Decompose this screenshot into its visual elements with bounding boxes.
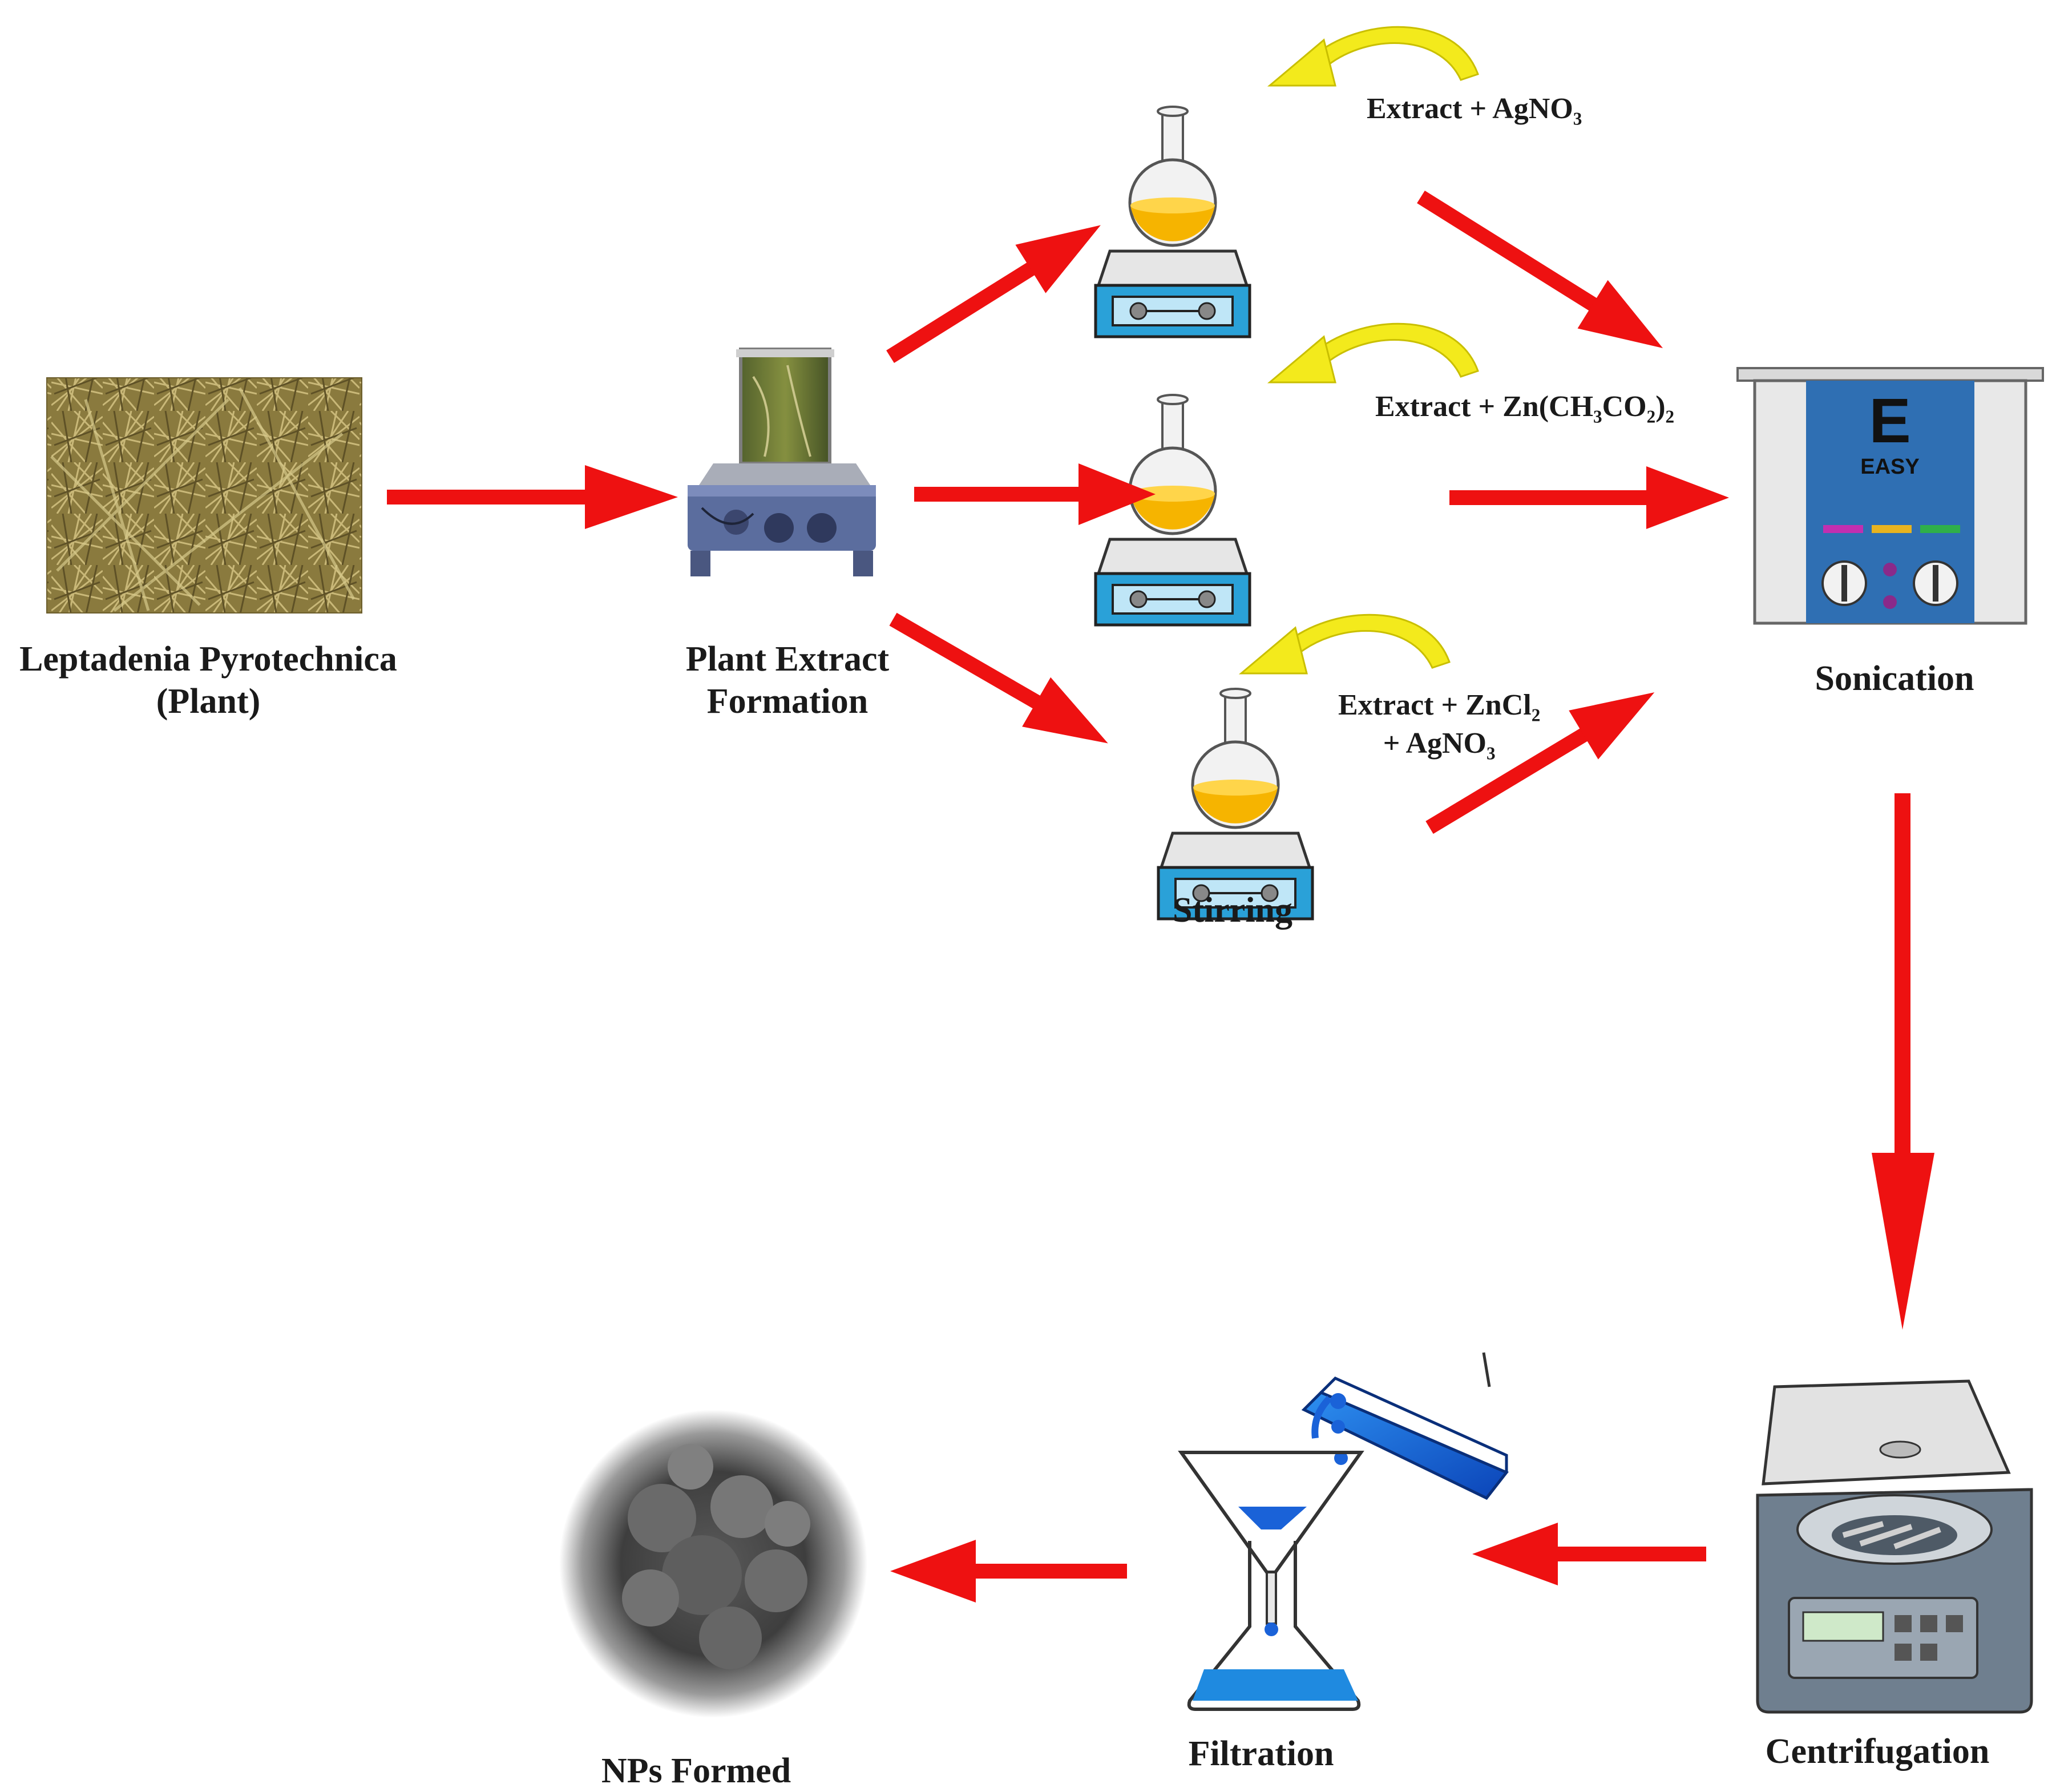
reagent-label-3: Extract + ZnCl2 + AgNO3 (1338, 688, 1540, 764)
flask-stirrer-1 (1094, 106, 1251, 338)
curved-arrow-2 (1267, 322, 1479, 384)
label-plant: Leptadenia Pyrotechnica (Plant) (0, 638, 417, 723)
centrifuge-icon (1756, 1379, 2033, 1714)
flask-stirrer-3 (1157, 688, 1314, 921)
curved-arrow-1 (1267, 26, 1479, 87)
arrow-plant-to-extract (387, 465, 678, 529)
label-sonication: Sonication (1815, 659, 1974, 698)
reagent-2-sub-a: 3 (1593, 406, 1602, 427)
flask-stirrer-2 (1094, 394, 1251, 627)
arrow-stirrer-1-to-sonicator (1417, 190, 1663, 348)
label-extract-formation: Plant Extract Formation (616, 638, 959, 723)
hotplate-with-beaker-icon (688, 348, 876, 576)
curved-arrow-3 (1238, 614, 1451, 675)
arrow-stirrer-2-to-sonicator (1449, 466, 1729, 529)
nanoparticle-sem-image (559, 1410, 867, 1718)
label-extract-line2: Formation (706, 682, 869, 721)
label-centrifugation: Centrifugation (1765, 1732, 1990, 1771)
reagent-2-sub-c: 2 (1665, 406, 1675, 427)
label-stirring: Stirring (1172, 891, 1293, 930)
arrow-extract-to-stirrer-2 (914, 463, 1156, 525)
arrow-stirrer-3-to-sonicator (1425, 692, 1655, 834)
reagent-label-2: Extract + Zn(CH3CO2)2 (1375, 389, 1674, 427)
sonicator-brand-letter: E (1869, 386, 1910, 456)
arrow-filtration-to-nps (890, 1540, 1127, 1603)
reagent-3-line2: + AgNO3 (1338, 726, 1540, 764)
arrow-extract-to-stirrer-3 (889, 612, 1108, 744)
reagent-1-text: Extract + AgNO (1367, 92, 1573, 125)
reagent-2-mid: CO (1602, 390, 1647, 423)
arrow-centrifuge-to-filtration (1472, 1523, 1706, 1585)
reagent-2-sub-b: 2 (1646, 406, 1656, 427)
label-plant-line2: (Plant) (156, 682, 261, 721)
arrow-sonicator-to-centrifuge (1872, 793, 1934, 1330)
arrow-extract-to-stirrer-1 (886, 225, 1101, 364)
reagent-3-line2-sub: 3 (1487, 743, 1496, 764)
filtration-icon (1178, 1352, 1509, 1711)
label-plant-line1: Leptadenia Pyrotechnica (19, 640, 397, 679)
reagent-3-sub: 2 (1531, 705, 1541, 725)
reagent-1-sub: 3 (1573, 108, 1582, 129)
reagent-2-close: ) (1655, 390, 1666, 423)
reagent-3-line2-text: + AgNO (1383, 727, 1487, 760)
label-nps-formed: NPs Formed (601, 1751, 791, 1790)
reagent-3-text: Extract + ZnCl (1338, 689, 1532, 721)
reagent-label-1: Extract + AgNO3 (1367, 91, 1582, 130)
label-filtration: Filtration (1188, 1734, 1334, 1773)
plant-photo (46, 377, 362, 614)
reagent-2-text: Extract + Zn(CH (1375, 390, 1594, 423)
sonicator-brand-name: EASY (1860, 455, 1919, 479)
reagent-3-line1: Extract + ZnCl2 (1338, 688, 1540, 726)
sonicator-icon: E EASY (1736, 367, 2044, 625)
label-extract-line1: Plant Extract (685, 640, 890, 679)
